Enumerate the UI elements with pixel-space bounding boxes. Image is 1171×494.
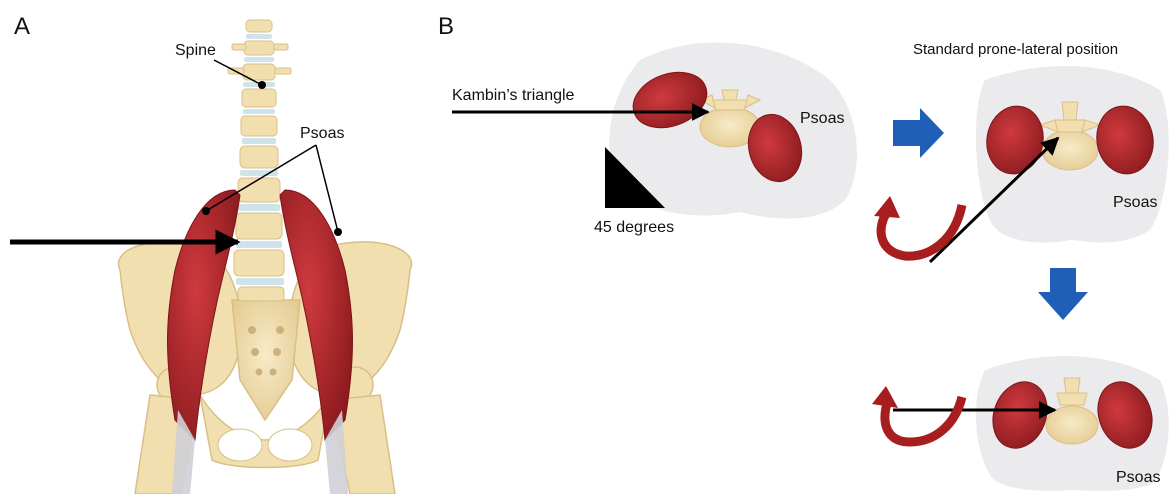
rotation-arrow-icon-2: [872, 386, 962, 442]
spine-illustration: [228, 20, 291, 301]
psoas-label-a: Psoas: [300, 125, 344, 142]
psoas-label-b3: Psoas: [1116, 469, 1160, 486]
cross-section-standard: [976, 66, 1169, 243]
kambin-triangle-label: Kambin’s triangle: [452, 87, 575, 104]
psoas-label-b2: Psoas: [1113, 194, 1157, 211]
blue-block-arrow-down-icon: [1038, 268, 1088, 320]
panel-b: B Standard prone-lateral position Kambin…: [438, 13, 1169, 491]
panel-a-letter: A: [14, 13, 30, 40]
rotation-arrow-icon-1: [874, 196, 962, 256]
psoas-leader-dot-left: [202, 207, 210, 215]
spine-label: Spine: [175, 42, 216, 59]
panel-a: A: [10, 13, 412, 494]
psoas-leader-dot-right: [334, 228, 342, 236]
panel-b-letter: B: [438, 13, 454, 40]
psoas-label-b1: Psoas: [800, 110, 844, 127]
blue-block-arrow-right-icon: [893, 108, 944, 158]
spine-leader-dot: [258, 81, 266, 89]
angle-label: 45 degrees: [594, 219, 674, 236]
panel-b-title: Standard prone-lateral position: [913, 41, 1118, 58]
